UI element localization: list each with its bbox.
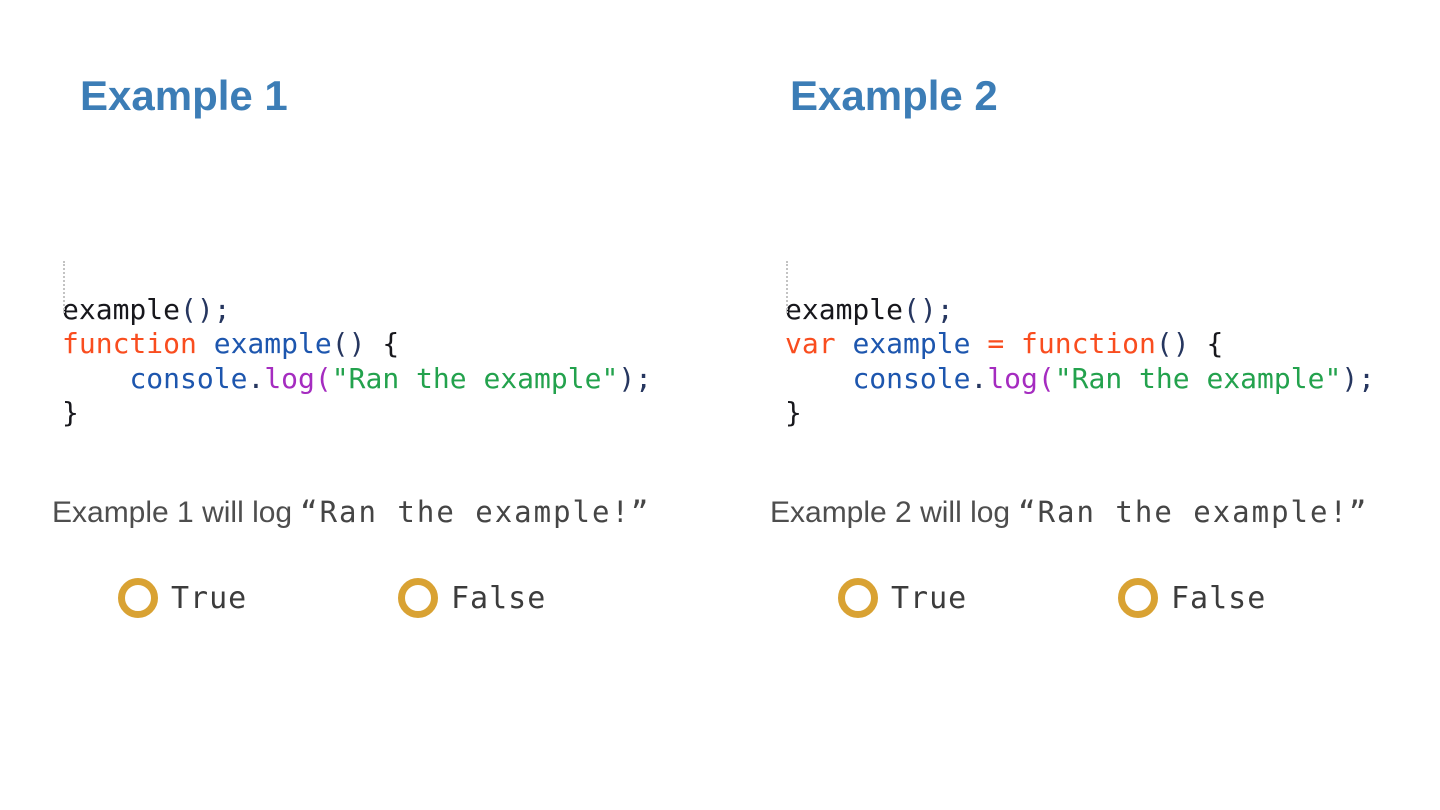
example-2-true-option[interactable]: True [838, 577, 967, 619]
code-line: console.log("Ran the example"); [852, 361, 1376, 395]
example-2-false-option[interactable]: False [1118, 577, 1266, 619]
code-line: example(); [785, 292, 954, 326]
code-line: var example = function() { [785, 327, 1224, 360]
indent-guide-line [63, 261, 65, 313]
radio-option-label[interactable]: False [1171, 580, 1267, 616]
example-2-question: Example 2 will log“Ran the example!” [770, 492, 1368, 533]
example-2-code-block: example();var example = function() { con… [785, 189, 1375, 431]
example-1-code-block: example();function example() { console.l… [62, 189, 652, 431]
radio-option-label[interactable]: True [891, 580, 968, 616]
code-line: example(); [62, 292, 231, 326]
radio-button-icon[interactable] [398, 578, 438, 618]
code-line: } [785, 396, 802, 429]
indent-guide-line [786, 261, 788, 313]
question-prefix-text: Example 2 will log [770, 496, 1011, 529]
question-quote-text: “Ran the example!” [1018, 495, 1369, 529]
radio-button-icon[interactable] [838, 578, 878, 618]
example-2-column: Example 2 example();var example = functi… [720, 0, 1440, 810]
example-1-false-option[interactable]: False [398, 577, 546, 619]
radio-button-icon[interactable] [118, 578, 158, 618]
example-1-column: Example 1 example();function example() {… [52, 72, 652, 619]
example-1-question: Example 1 will log“Ran the example!” [52, 492, 650, 533]
code-line: function example() { [62, 327, 400, 360]
example-2-heading: Example 2 [790, 72, 998, 119]
radio-option-label[interactable]: False [451, 580, 547, 616]
question-quote-text: “Ran the example!” [300, 495, 651, 529]
example-1-true-option[interactable]: True [118, 577, 247, 619]
radio-option-label[interactable]: True [171, 580, 248, 616]
radio-button-icon[interactable] [1118, 578, 1158, 618]
code-line: } [62, 396, 79, 429]
question-prefix-text: Example 1 will log [52, 496, 293, 529]
example-1-heading: Example 1 [80, 72, 288, 119]
code-line: console.log("Ran the example"); [129, 361, 653, 395]
